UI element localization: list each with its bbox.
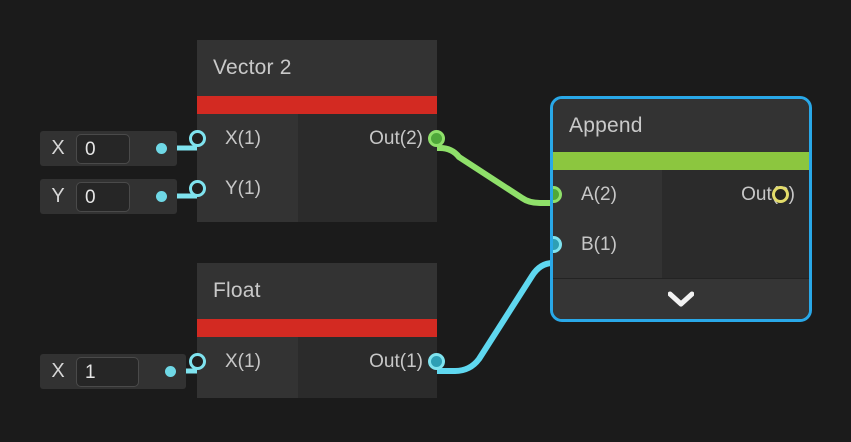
- node-vector2-accent-bar: [197, 96, 437, 114]
- widget-float-x-output-dot[interactable]: [165, 366, 176, 377]
- widget-vector2-y-input[interactable]: 0: [76, 181, 130, 212]
- node-float-output-column: Out(1): [298, 337, 445, 398]
- node-vector2-output-column: Out(2): [298, 114, 445, 222]
- node-append-output-out[interactable]: Out(3): [662, 170, 809, 220]
- node-float-header[interactable]: Float: [197, 263, 437, 319]
- node-float[interactable]: Float X(1) Out(1): [189, 263, 445, 398]
- widget-vector2-y-output-dot[interactable]: [156, 191, 167, 202]
- port-float-x-icon[interactable]: [189, 353, 206, 370]
- node-float-title: Float: [197, 263, 437, 319]
- widget-float-x[interactable]: X 1: [40, 354, 186, 389]
- node-float-input-column: X(1): [189, 337, 298, 398]
- node-vector2-input-y-label: Y(1): [225, 178, 261, 199]
- widget-vector2-x-label: X: [51, 137, 65, 159]
- widget-vector2-x-output-dot[interactable]: [156, 143, 167, 154]
- widget-vector2-x-input[interactable]: 0: [76, 133, 130, 164]
- widget-float-x-input[interactable]: 1: [76, 356, 139, 387]
- widget-vector2-y[interactable]: Y 0: [40, 179, 177, 214]
- node-vector2-input-x-label: X(1): [225, 128, 261, 149]
- node-float-body: X(1) Out(1): [189, 337, 445, 398]
- port-float-out-icon[interactable]: [428, 353, 445, 370]
- port-vector2-x-icon[interactable]: [189, 130, 206, 147]
- node-float-input-x-label: X(1): [225, 351, 261, 372]
- chevron-down-icon[interactable]: [668, 291, 694, 307]
- node-append-input-b[interactable]: B(1): [553, 220, 662, 270]
- port-vector2-out-icon[interactable]: [428, 130, 445, 147]
- node-append-title: Append: [553, 99, 809, 152]
- port-append-b-icon[interactable]: [553, 236, 562, 253]
- node-append-input-b-label: B(1): [581, 234, 617, 255]
- node-vector2-output-out[interactable]: Out(2): [298, 114, 445, 164]
- node-append-input-column: A(2) B(1): [553, 170, 662, 279]
- node-vector2-title: Vector 2: [197, 40, 437, 96]
- port-append-a-icon[interactable]: [553, 186, 562, 203]
- node-vector2-header[interactable]: Vector 2: [197, 40, 437, 96]
- node-append[interactable]: Append A(2) B(1) Out(3): [550, 96, 812, 322]
- node-vector2-input-column: X(1) Y(1): [189, 114, 298, 222]
- widget-vector2-x[interactable]: X 0: [40, 131, 177, 166]
- node-append-body: A(2) B(1) Out(3): [553, 170, 809, 279]
- node-float-output-out-label: Out(1): [369, 351, 423, 372]
- widget-float-x-label: X: [51, 360, 65, 382]
- node-vector2-body: X(1) Y(1) Out(2): [189, 114, 445, 222]
- port-vector2-y-icon[interactable]: [189, 180, 206, 197]
- node-vector2-input-y[interactable]: Y(1): [189, 164, 298, 214]
- node-vector2-input-x[interactable]: X(1): [189, 114, 298, 164]
- node-float-output-out[interactable]: Out(1): [298, 337, 445, 387]
- node-float-input-x[interactable]: X(1): [189, 337, 298, 387]
- node-append-expand-footer[interactable]: [553, 278, 809, 319]
- node-vector2-output-out-label: Out(2): [369, 128, 423, 149]
- node-append-input-a-label: A(2): [581, 184, 617, 205]
- port-append-out-icon[interactable]: [772, 186, 789, 203]
- widget-vector2-y-label: Y: [51, 185, 65, 207]
- node-append-input-a[interactable]: A(2): [553, 170, 662, 220]
- node-append-output-column: Out(3): [662, 170, 809, 279]
- node-append-accent-bar: [553, 152, 809, 170]
- node-vector2[interactable]: Vector 2 X(1) Y(1) Out(2): [189, 40, 445, 222]
- node-float-accent-bar: [197, 319, 437, 337]
- node-append-header[interactable]: Append: [553, 99, 809, 152]
